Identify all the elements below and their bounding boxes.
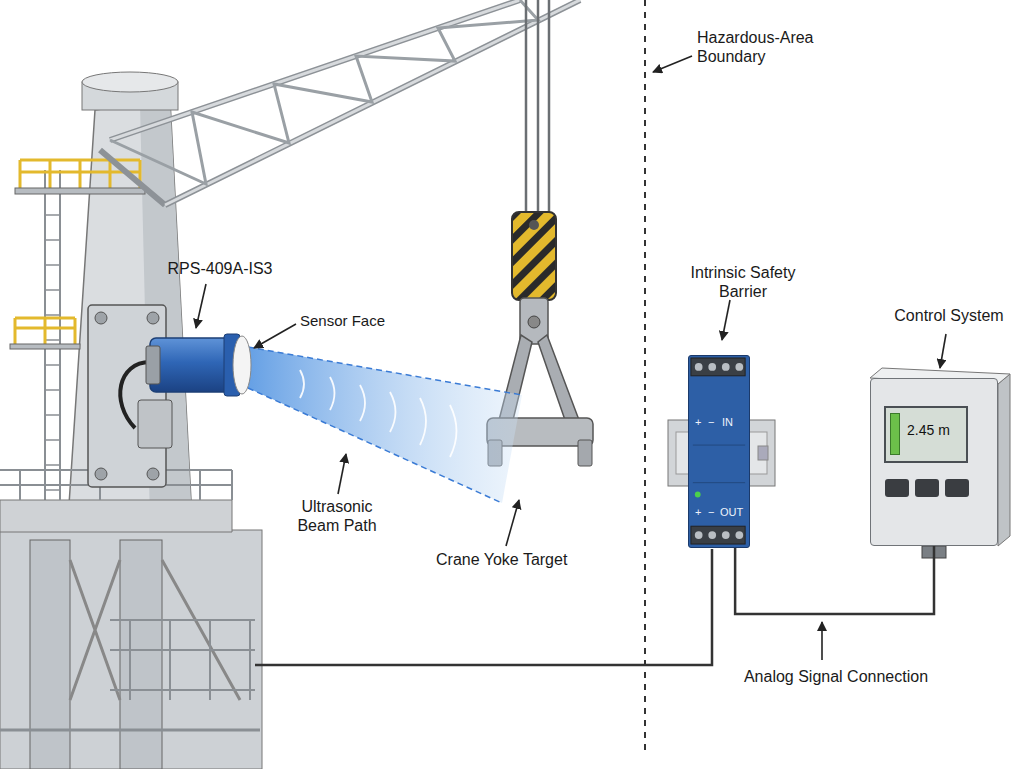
ultrasonic-beam [300,370,457,457]
platform-railing [15,188,145,194]
signal-wire [735,546,934,614]
leader-arrows [653,56,692,72]
control-button [945,479,969,497]
crane-base [0,530,262,769]
crane-yoke [578,440,592,466]
sensor-mount [95,468,107,480]
terminal-screw [708,531,716,539]
control-button [885,479,909,497]
intrinsic-safety-barrier: Intrinsic Safety Barrier+−IN+−OUT [688,355,750,548]
device-heading: Intrinsic Safety Barrier [673,263,813,301]
sensor-mount [88,305,166,487]
leader-arrows [940,334,946,368]
ultrasonic-beam [248,347,522,503]
callout-label: Ultrasonic Beam Path [284,497,390,535]
terminal-screw [735,531,743,539]
ultrasonic-beam [248,347,522,503]
control-system-enclosure: Control System2.45 m [870,378,998,546]
leader-arrows [254,324,296,348]
sensor-mount [138,400,172,448]
hook-block [529,220,539,230]
crane-base [110,620,255,700]
crane-base [0,729,260,732]
platform-railing [0,160,232,532]
sensor-mount [88,305,172,487]
port-label: OUT [720,506,743,519]
crane-tower [82,72,178,92]
callout-label: Crane Yoke Target [436,550,567,569]
ultrasonic-sensor [233,336,251,394]
boundary-line [644,0,646,755]
panel-line [693,445,745,483]
crane-boom [110,0,538,184]
leader-arrows [722,300,730,340]
status-led [695,492,701,498]
terminal-screw [708,363,716,371]
hoist-cables [526,0,549,216]
terminal-sign: − [708,416,714,429]
crane-tower [68,100,192,520]
terminal-screw [722,363,730,371]
crane-base [120,540,162,769]
platform-railing [20,160,140,190]
crane-yoke [528,316,540,328]
device-heading: Control System [869,306,1024,325]
terminal-screw [695,531,703,539]
level-bar [890,413,900,455]
crane-boom [110,0,580,205]
terminal-screw [722,531,730,539]
terminal-sign: + [695,416,701,429]
crane-base [30,540,70,769]
crane-tower [45,170,60,500]
terminal-block [691,358,745,376]
ultrasonic-sensor [146,334,251,396]
platform-railing [15,318,75,345]
terminal-screw [695,363,703,371]
part-number: RPS-409A-IS3 [158,259,282,278]
crane-boom [100,0,580,205]
terminal-sign: + [695,506,701,519]
connection-label: Analog Signal Connection [736,667,936,686]
enclosure-side [998,374,1010,546]
control-button [915,479,939,497]
leader-arrows [821,622,823,660]
ultrasonic-sensor [146,346,160,384]
terminal-block [691,526,745,544]
platform-railing [10,344,80,349]
terminal-screw [735,363,743,371]
boundary-label: Hazardous-Area Boundary [697,28,829,66]
barrier-details [689,356,749,547]
ultrasonic-beam [248,347,522,503]
display-reading: 2.45 m [907,422,950,439]
hoist-cables [526,0,549,216]
crane-yoke [538,335,579,420]
din-rail [758,446,768,460]
terminal-sign: − [708,506,714,519]
crane-tower [45,190,60,490]
leader-arrows [196,284,206,328]
leader-arrows [338,454,346,494]
crane-base [70,560,240,700]
crane-base [0,530,262,769]
port-label: IN [722,416,733,429]
hook-block [512,212,556,300]
platform-railing [0,500,232,532]
leader-arrows [506,500,519,546]
hook-block [512,212,556,300]
callout-label: Sensor Face [300,312,385,330]
leader-arrows [196,56,946,660]
crane-boom [100,0,580,205]
sensor-mount [147,468,159,480]
sensor-mount [147,312,159,324]
sensor-mount [95,312,107,324]
enclosure-side [870,368,1010,558]
ultrasonic-sensor [150,338,232,392]
field-cable [255,549,712,665]
